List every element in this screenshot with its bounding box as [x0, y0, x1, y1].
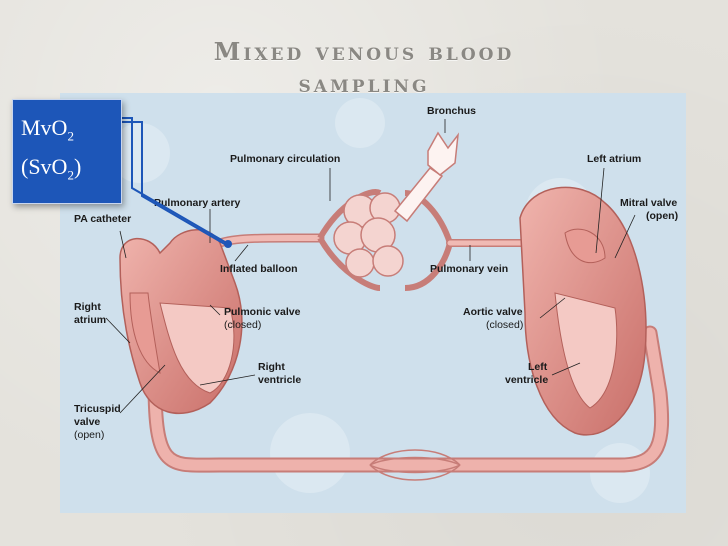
label-tricuspid-line-1: Tricuspid [74, 403, 121, 415]
bronchus-tube [393, 131, 460, 223]
label-left-ventricle-line-2: ventricle [505, 374, 549, 386]
label-mitral-valve: Mitral valve [620, 197, 678, 209]
label-right-atrium-line-2: atrium [74, 314, 107, 326]
callout-svo2-subscript: 2 [67, 166, 74, 182]
alveoli-cluster [333, 192, 404, 278]
label-bronchus: Bronchus [427, 105, 477, 117]
label-pulmonary-vein: Pulmonary vein [430, 263, 509, 275]
callout-mvo2-main: MvO [21, 115, 68, 141]
label-tricuspid-line-2: valve [74, 416, 101, 428]
label-aortic-valve-state: (closed) [486, 319, 524, 331]
label-pulmonary-circulation: Pulmonary circulation [230, 153, 341, 165]
label-pulmonic-valve-state: (closed) [224, 319, 262, 331]
label-right-ventricle-line-1: Right [258, 361, 285, 373]
label-right-atrium-line-1: Right [74, 301, 101, 313]
label-right-ventricle-line-2: ventricle [258, 374, 302, 386]
callout-line-1: MvO2 [21, 113, 74, 151]
label-pulmonic-valve: Pulmonic valve [224, 306, 301, 318]
label-aortic-valve: Aortic valve [463, 306, 523, 318]
callout-svo2-close: ) [73, 153, 82, 179]
mvo2-callout: MvO2 (SvO2) [12, 99, 122, 204]
label-tricuspid-line-3: (open) [74, 429, 105, 441]
callout-line-2: (SvO2) [21, 152, 81, 190]
label-inflated-balloon: Inflated balloon [220, 263, 298, 275]
callout-svo2-open: (SvO [21, 153, 68, 179]
label-pa-catheter: PA catheter [74, 213, 132, 225]
label-pulmonary-artery: Pulmonary artery [154, 197, 241, 209]
left-heart [519, 186, 647, 436]
label-mitral-valve-state: (open) [646, 210, 679, 222]
label-left-atrium: Left atrium [587, 153, 642, 165]
circulation-diagram: Bronchus Pulmonary circulation Left atri… [60, 93, 686, 513]
callout-mvo2-subscript: 2 [67, 128, 74, 144]
systemic-capillary-bed [369, 449, 461, 481]
slide-title-line-1: Mixed venous blood [213, 37, 515, 66]
slide-title: Mixed venous blood sampling [120, 36, 608, 100]
label-left-ventricle-line-1: Left [528, 361, 548, 373]
right-heart [119, 229, 243, 414]
